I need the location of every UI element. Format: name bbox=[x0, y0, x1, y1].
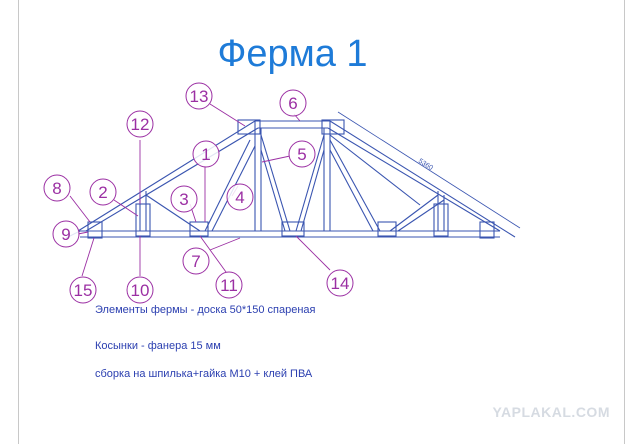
callout-circle bbox=[288, 140, 316, 168]
diagonal-right-mid bbox=[329, 134, 421, 206]
callout-9: 9 bbox=[52, 220, 80, 248]
callout-10: 10 bbox=[126, 276, 154, 304]
callout-3: 3 bbox=[170, 185, 198, 213]
diagonal-right-outer bbox=[389, 194, 439, 232]
truss-structure bbox=[65, 119, 516, 239]
callout-number: 3 bbox=[179, 190, 188, 209]
callout-number: 5 bbox=[297, 145, 306, 164]
callout-circle bbox=[326, 269, 354, 297]
callout-8: 8 bbox=[43, 174, 71, 202]
right-top-chord-outer bbox=[329, 120, 516, 238]
callout-circle bbox=[226, 183, 254, 211]
diagonal-left-outer bbox=[145, 194, 201, 232]
note-assembly: сборка на шпилька+гайка М10 + клей ПВА bbox=[95, 368, 313, 380]
leader-13 bbox=[209, 103, 246, 127]
callout-number: 9 bbox=[61, 225, 70, 244]
callout-15: 15 bbox=[69, 276, 97, 304]
diagonal-center-1 bbox=[260, 134, 291, 232]
leader-11 bbox=[199, 235, 227, 273]
diagonal-right-inner bbox=[329, 139, 381, 232]
callout-2: 2 bbox=[89, 178, 117, 206]
leader-7 bbox=[209, 237, 241, 251]
callout-6: 6 bbox=[279, 89, 307, 117]
callout-1: 1 bbox=[192, 140, 220, 168]
diagonal-center-2b bbox=[300, 149, 325, 232]
callout-circle bbox=[126, 276, 154, 304]
callout-circle bbox=[69, 276, 97, 304]
callout-number: 7 bbox=[191, 252, 200, 271]
leader-8 bbox=[69, 195, 91, 223]
callout-number: 14 bbox=[331, 274, 350, 293]
dimension-line bbox=[337, 111, 521, 229]
diagonal-right-inner-b bbox=[329, 149, 374, 232]
diagonal-center-2 bbox=[295, 134, 325, 232]
callout-5: 5 bbox=[288, 140, 316, 168]
callout-number: 1 bbox=[201, 145, 210, 164]
gusset-left-support bbox=[87, 221, 103, 239]
drawing-title: Ферма 1 bbox=[217, 33, 368, 75]
watermark: YAPLAKAL.COM bbox=[492, 404, 610, 420]
gusset-right-post bbox=[433, 203, 449, 237]
callout-circle bbox=[182, 247, 210, 275]
callout-circle bbox=[185, 82, 213, 110]
leader-15 bbox=[81, 237, 95, 277]
callout-circle bbox=[170, 185, 198, 213]
callout-number: 13 bbox=[190, 87, 209, 106]
callout-11: 11 bbox=[215, 271, 243, 299]
gusset-apex-right bbox=[321, 119, 345, 135]
callout-circle bbox=[192, 140, 220, 168]
callout-4: 4 bbox=[226, 183, 254, 211]
diagonal-left-inner bbox=[204, 139, 251, 232]
callout-number: 10 bbox=[131, 281, 150, 300]
callout-12: 12 bbox=[126, 110, 154, 138]
callout-circle bbox=[52, 220, 80, 248]
diagonal-right-outer-b bbox=[397, 199, 445, 232]
left-top-chord-outer bbox=[77, 120, 256, 232]
gusset-apex-left bbox=[237, 119, 261, 135]
callout-13: 13 bbox=[185, 82, 213, 110]
sheet-border-left bbox=[18, 0, 19, 444]
gusset-center bbox=[281, 221, 305, 237]
leader-5 bbox=[261, 155, 291, 163]
left-top-chord-inner bbox=[85, 127, 259, 232]
callout-circle bbox=[279, 89, 307, 117]
note-gussets: Косынки - фанера 15 мм bbox=[95, 340, 221, 352]
right-top-chord-inner bbox=[327, 127, 501, 232]
callout-14: 14 bbox=[326, 269, 354, 297]
callout-number: 8 bbox=[52, 179, 61, 198]
leader-2 bbox=[113, 199, 139, 217]
gusset-right-diag bbox=[377, 221, 397, 237]
callout-number: 11 bbox=[220, 276, 238, 295]
callout-number: 6 bbox=[288, 94, 297, 113]
callout-circle bbox=[215, 271, 243, 299]
diagonal-center-1b bbox=[260, 149, 286, 232]
dimension-label: 5360 bbox=[417, 158, 434, 172]
callout-number: 15 bbox=[74, 281, 93, 300]
leader-9 bbox=[77, 231, 89, 235]
callout-number: 4 bbox=[235, 188, 244, 207]
callout-number: 2 bbox=[98, 183, 107, 202]
leader-14 bbox=[295, 235, 331, 271]
note-elements: Элементы фермы - доска 50*150 спареная bbox=[95, 304, 316, 316]
callout-7: 7 bbox=[182, 247, 210, 275]
sheet-border-right bbox=[624, 0, 625, 444]
gusset-left-post bbox=[135, 203, 151, 237]
gusset-right-support bbox=[479, 221, 495, 239]
callout-circle bbox=[126, 110, 154, 138]
callout-circle bbox=[89, 178, 117, 206]
leader-lines bbox=[69, 103, 331, 277]
callout-number: 12 bbox=[131, 115, 150, 134]
gusset-left-diag bbox=[189, 221, 209, 237]
callout-circle bbox=[43, 174, 71, 202]
